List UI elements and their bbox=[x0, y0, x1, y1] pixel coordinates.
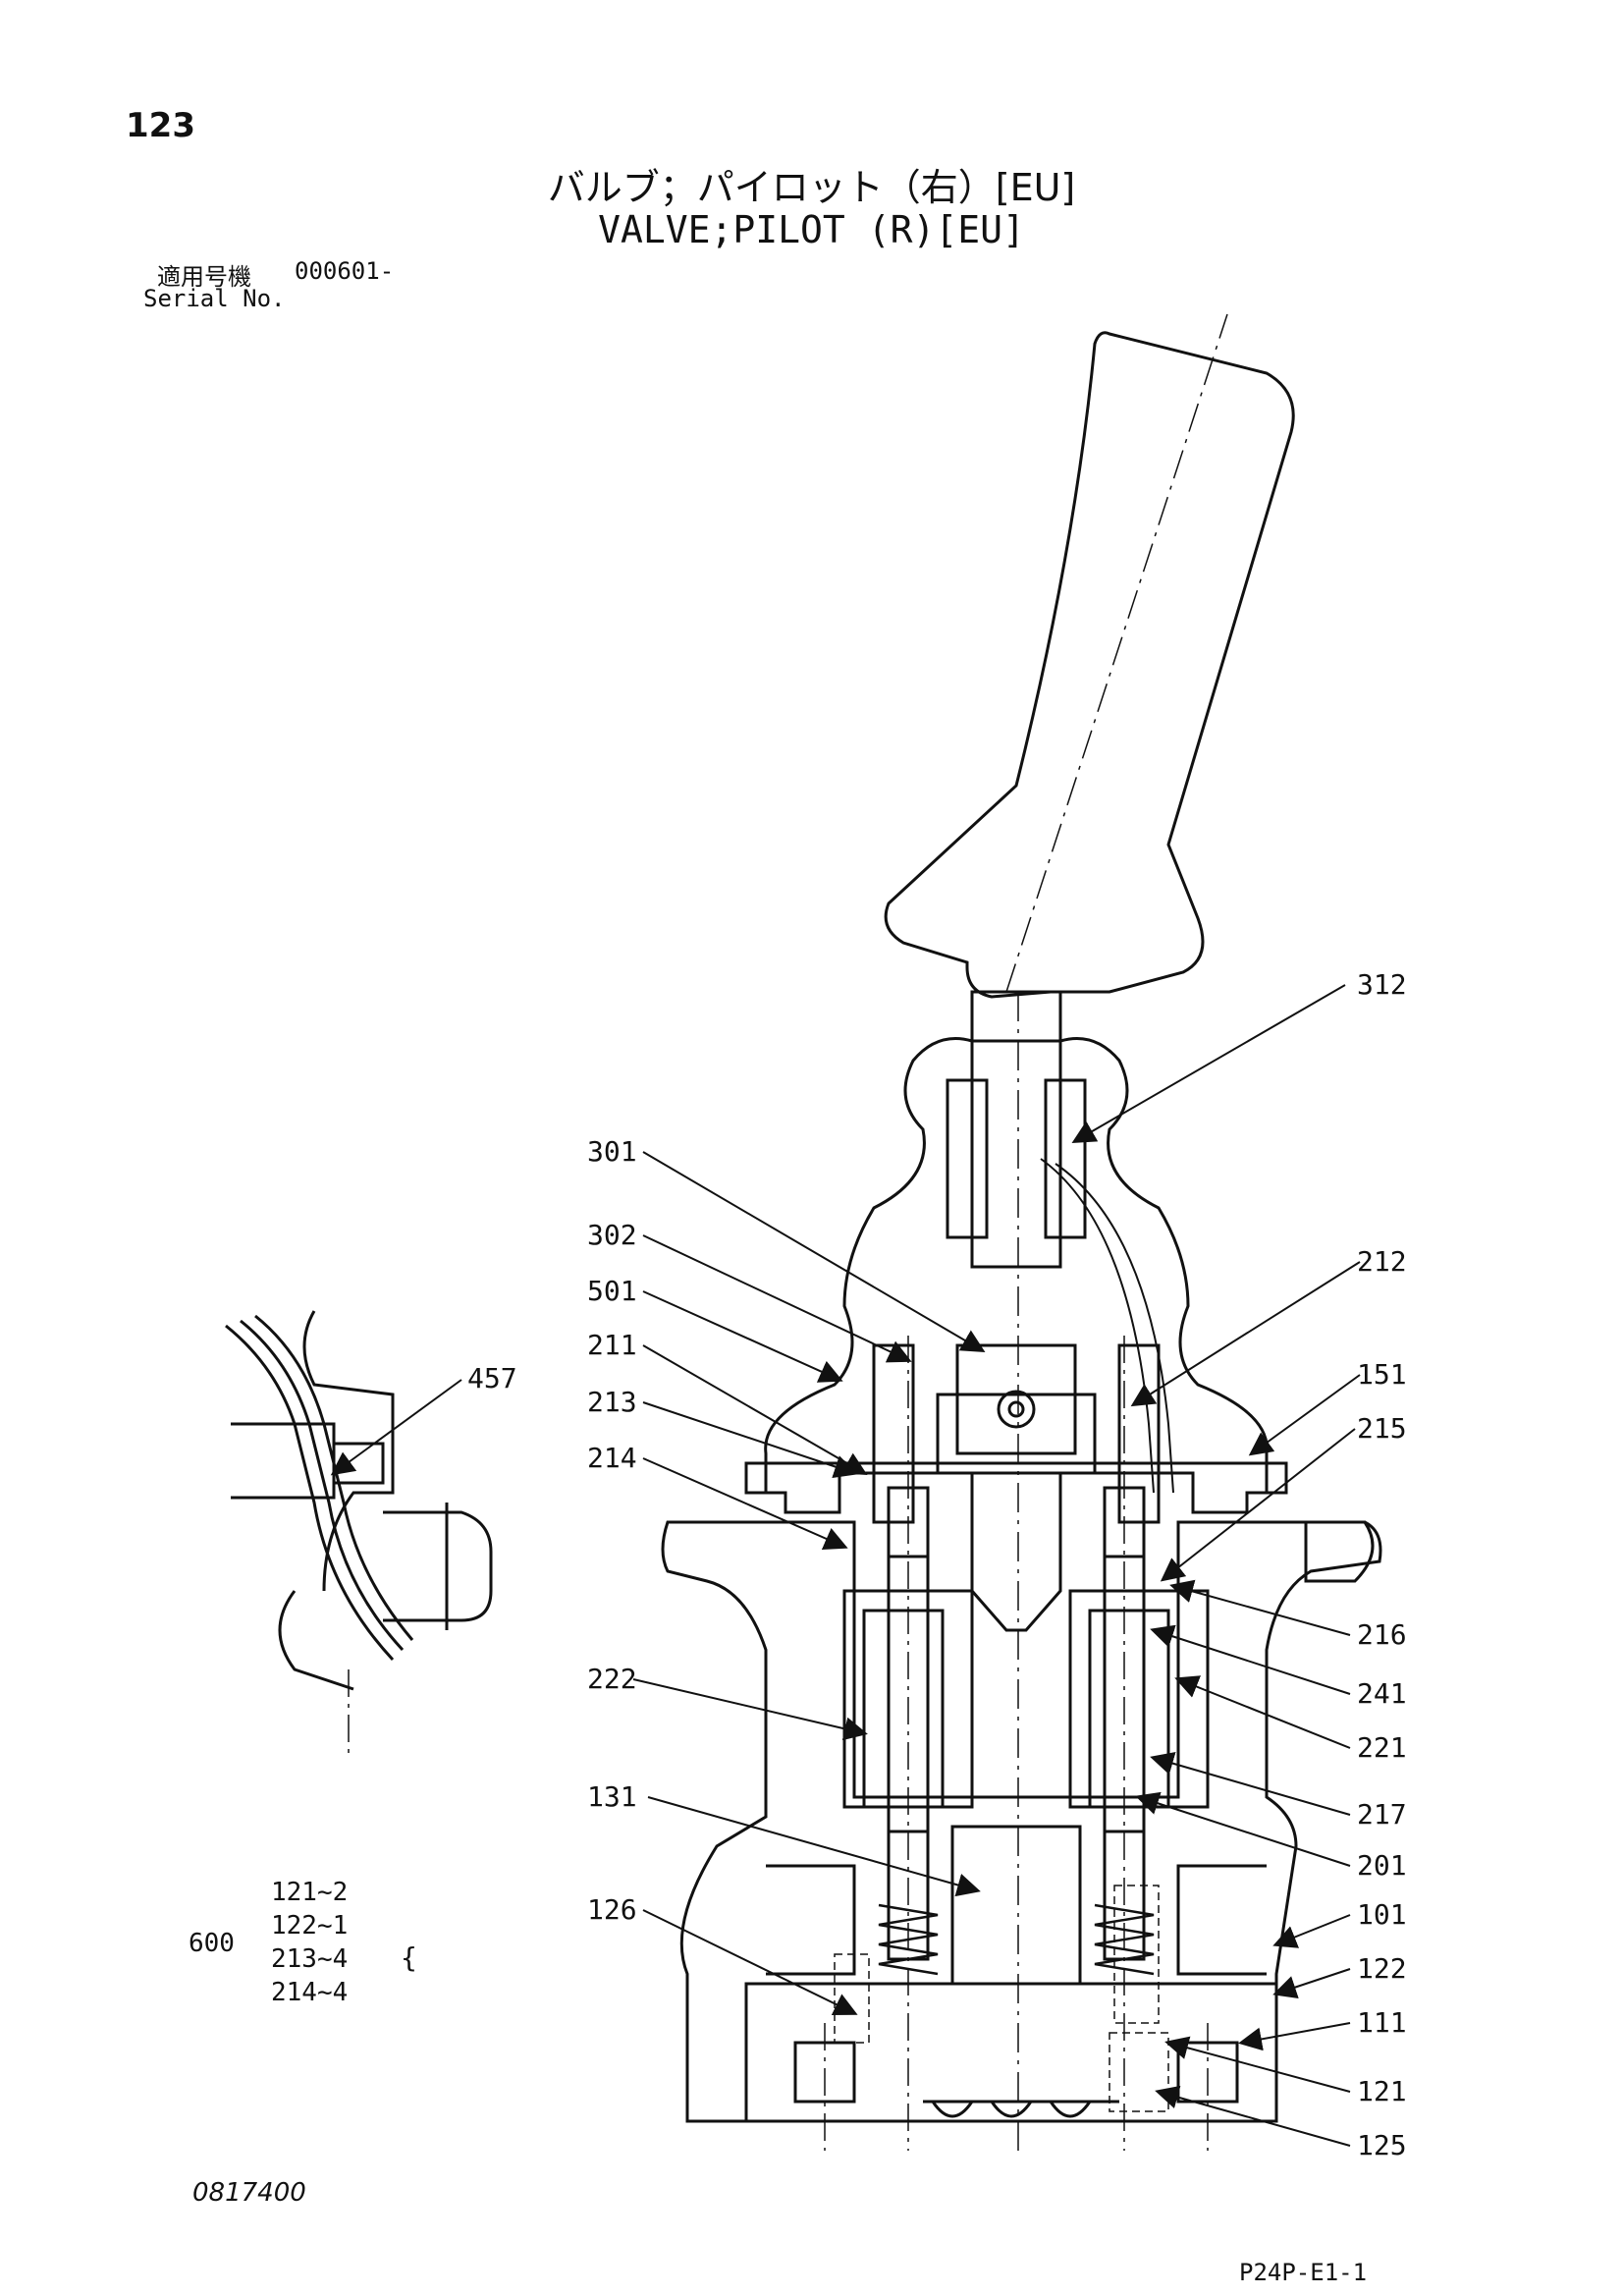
callout-213: 213 bbox=[587, 1386, 637, 1418]
callout-121: 121 bbox=[1357, 2075, 1407, 2107]
sheet-code: P24P-E1-1 bbox=[1239, 2259, 1368, 2286]
callout-126: 126 bbox=[587, 1893, 637, 1926]
callout-214: 214 bbox=[587, 1442, 637, 1474]
kit-brace: { bbox=[401, 1941, 417, 1974]
callout-217: 217 bbox=[1357, 1798, 1407, 1831]
kit-item: 122~1 bbox=[271, 1911, 349, 1941]
callout-241: 241 bbox=[1357, 1677, 1407, 1710]
page-number: 123 bbox=[126, 106, 195, 145]
callout-122: 122 bbox=[1357, 1952, 1407, 1985]
callout-221: 221 bbox=[1357, 1731, 1407, 1764]
drawing-number: 0817400 bbox=[192, 2178, 306, 2208]
centerlines bbox=[824, 1336, 1209, 2151]
kit-item: 121~2 bbox=[271, 1878, 349, 1907]
detail-view-457 bbox=[225, 1310, 493, 1758]
callout-leaders bbox=[330, 984, 1361, 2147]
base-plate bbox=[744, 1982, 1278, 2123]
hidden-bolts bbox=[834, 1885, 1169, 2112]
callout-111: 111 bbox=[1357, 2006, 1407, 2039]
title-english: VALVE;PILOT (R)[EU] bbox=[598, 208, 1025, 251]
return-springs bbox=[878, 1903, 1155, 1976]
boot-and-shaft bbox=[764, 990, 1269, 1494]
callout-312: 312 bbox=[1357, 968, 1407, 1001]
callout-101: 101 bbox=[1357, 1898, 1407, 1931]
title-japanese: バルブ；パイロット（右）[EU] bbox=[547, 166, 1076, 209]
kit-label: 600 bbox=[189, 1929, 235, 1958]
callout-201: 201 bbox=[1357, 1849, 1407, 1882]
callout-125: 125 bbox=[1357, 2129, 1407, 2161]
lever-grip bbox=[884, 331, 1295, 999]
callout-222: 222 bbox=[587, 1663, 637, 1695]
callout-302: 302 bbox=[587, 1219, 637, 1251]
callout-216: 216 bbox=[1357, 1618, 1407, 1651]
serial-value: 000601- bbox=[295, 257, 395, 285]
kit-item: 213~4 bbox=[271, 1944, 349, 1974]
callout-212: 212 bbox=[1357, 1245, 1407, 1278]
callout-labels: 312 301 302 212 501 211 457 151 213 215 … bbox=[467, 968, 1407, 2161]
callout-457: 457 bbox=[467, 1362, 517, 1394]
kit-item: 214~4 bbox=[271, 1978, 349, 2007]
callout-151: 151 bbox=[1357, 1358, 1407, 1391]
upper-housing bbox=[744, 1343, 1288, 1632]
callout-301: 301 bbox=[587, 1135, 637, 1168]
serial-label-english: Serial No. bbox=[143, 285, 286, 312]
callout-131: 131 bbox=[587, 1780, 637, 1813]
valve-body bbox=[661, 1486, 1382, 2123]
callout-501: 501 bbox=[587, 1275, 637, 1307]
callout-211: 211 bbox=[587, 1329, 637, 1361]
lever-axis-line bbox=[1005, 313, 1228, 993]
serial-label-japanese: 適用号機 bbox=[157, 263, 251, 291]
callout-215: 215 bbox=[1357, 1412, 1407, 1445]
